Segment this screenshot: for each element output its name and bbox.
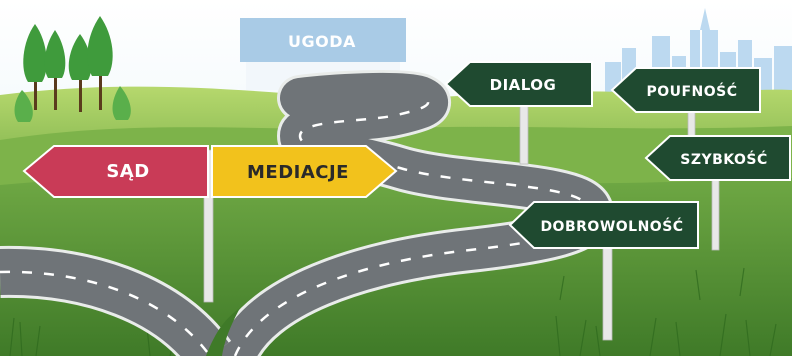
dialogue-sign-label: DIALOG	[490, 76, 557, 94]
confidentiality-sign-label: POUFNOŚĆ	[646, 82, 737, 100]
mediation-sign: MEDIACJE	[211, 145, 398, 198]
court-sign: SĄD	[22, 145, 209, 198]
dialogue-sign: DIALOG	[444, 61, 593, 107]
speed-sign: SZYBKOŚĆ	[644, 135, 791, 181]
voluntariness-sign: DOBROWOLNOŚĆ	[508, 201, 699, 249]
speed-sign-label: SZYBKOŚĆ	[680, 150, 768, 168]
winding-road	[212, 69, 614, 356]
left-fork-road	[0, 245, 232, 356]
court-sign-label: SĄD	[106, 161, 149, 182]
confidentiality-sign: POUFNOŚĆ	[610, 67, 761, 113]
fork-island	[206, 308, 240, 356]
mediation-sign-label: MEDIACJE	[247, 162, 349, 183]
tree-group	[14, 16, 131, 122]
voluntariness-sign-label: DOBROWOLNOŚĆ	[540, 217, 683, 235]
billboard-label: UGODA	[288, 32, 356, 51]
grass-blades	[9, 267, 777, 356]
